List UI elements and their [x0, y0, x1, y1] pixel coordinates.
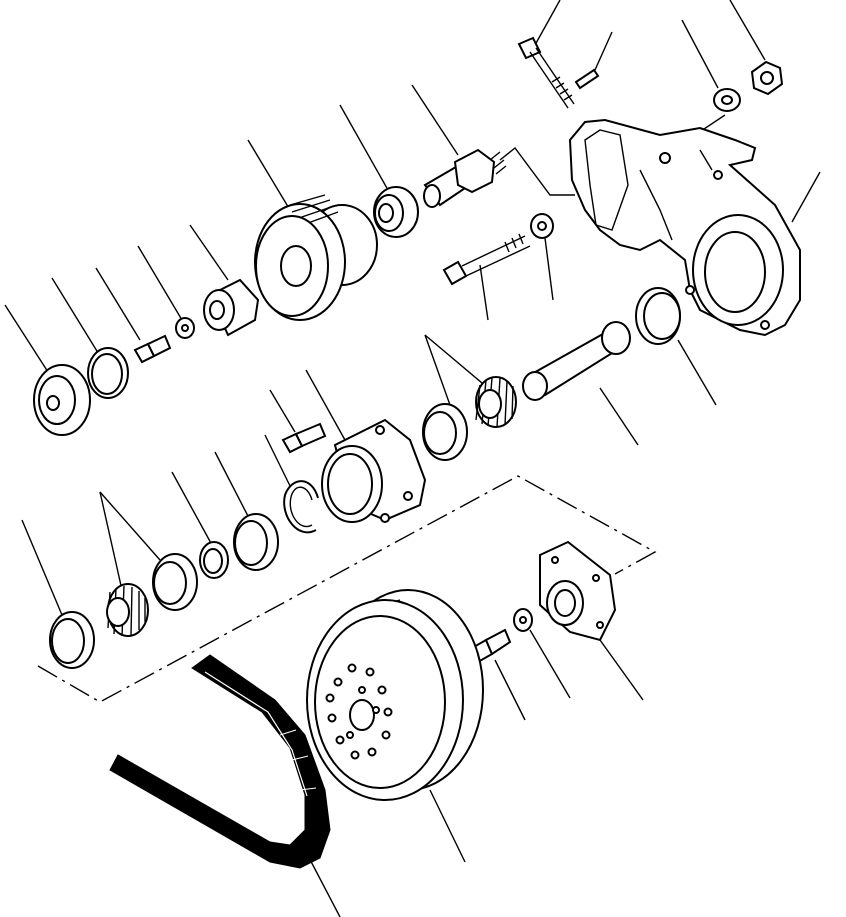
leader-line: [305, 369, 346, 441]
leader-line: [4, 304, 49, 373]
pivot-stud: [423, 148, 507, 208]
leader-line: [424, 334, 483, 384]
adjusting-bolt: [517, 36, 575, 109]
wheel-hub-housing: [321, 418, 427, 523]
leader-line: [544, 237, 554, 301]
leader-line: [677, 339, 717, 406]
ball-bearing-top: [373, 186, 419, 238]
leader-line: [594, 31, 613, 71]
flat-washer-top: [713, 88, 741, 112]
leader-line: [599, 639, 644, 701]
long-bolt: [442, 233, 531, 286]
leader-line: [95, 267, 141, 341]
leader-line: [51, 277, 101, 357]
spindle-shaft: [522, 321, 631, 401]
leader-line: [247, 139, 291, 211]
hex-nut: [750, 60, 784, 96]
hex-bolt-mid: [281, 422, 327, 454]
snap-ring: [283, 480, 319, 534]
grouping-bracket: [37, 475, 657, 703]
leader-line: [137, 245, 183, 321]
leader-line: [499, 147, 575, 196]
leader-line: [411, 84, 459, 156]
leader-line: [339, 104, 389, 191]
leader-line: [681, 19, 719, 89]
leader-line: [264, 434, 294, 493]
cap-screw-small: [133, 334, 172, 364]
flat-washer-lower: [513, 608, 533, 632]
oil-seal-lower: [49, 611, 95, 669]
leader-line: [99, 491, 161, 561]
leader-line: [424, 334, 451, 406]
leader-line: [791, 171, 821, 223]
leader-line: [729, 0, 766, 61]
tapered-roller-bearing-lower: [106, 583, 149, 637]
roll-pin: [574, 68, 600, 90]
leader-line: [189, 224, 229, 281]
leader-line: [269, 389, 296, 433]
o-ring: [87, 347, 129, 399]
tensioner-bracket: [568, 118, 801, 337]
leader-line: [534, 0, 561, 46]
spacer-bushing: [203, 278, 260, 337]
leader-line: [529, 629, 571, 699]
pulley-bolt-holes: [325, 663, 393, 760]
leader-line: [429, 789, 466, 863]
flat-washer-mid: [530, 213, 554, 239]
bearing-cup-upper: [422, 403, 468, 461]
leader-line: [21, 519, 63, 616]
oil-seal-right: [635, 287, 681, 345]
flange-adapter: [539, 540, 617, 642]
tapered-roller-bearing-upper: [475, 376, 517, 428]
dust-cap: [33, 364, 91, 436]
leader-line: [479, 264, 489, 321]
small-washer: [175, 317, 195, 339]
spacer-ring-b: [199, 541, 229, 579]
idler-pulley: [254, 194, 378, 321]
leader-line: [171, 471, 213, 546]
v-belt: [109, 654, 331, 869]
leader-line: [99, 491, 123, 591]
bearing-cup-lower: [152, 553, 198, 611]
leader-line: [214, 451, 251, 521]
leader-line: [599, 387, 639, 446]
leader-line: [494, 659, 526, 721]
drive-pulley: [306, 589, 484, 801]
spacer-ring-a: [233, 513, 279, 571]
